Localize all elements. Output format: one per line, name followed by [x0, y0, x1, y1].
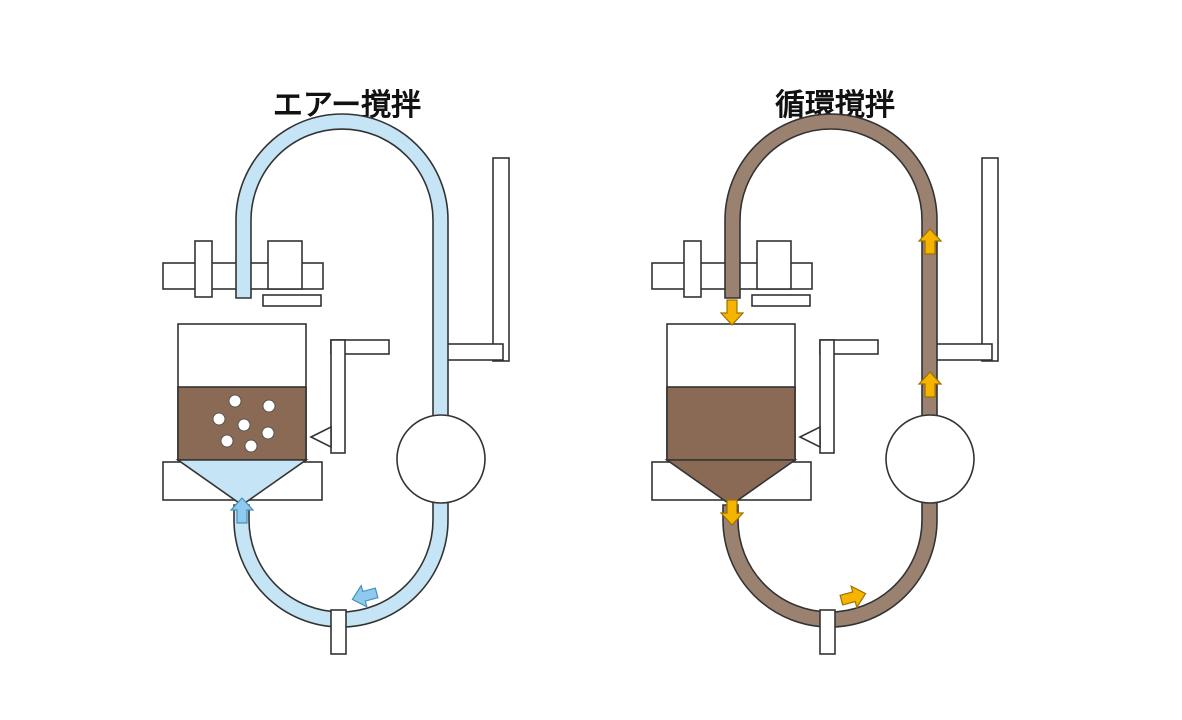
air-bubble [262, 399, 276, 413]
circulation-arrow-down-inlet [720, 299, 744, 326]
air-bubble [228, 394, 242, 408]
gauge-post [819, 339, 835, 454]
circulation-pipe-bottom [722, 497, 938, 628]
drain-pipe [330, 609, 347, 655]
tank-cone [175, 459, 309, 506]
vent-branch [931, 343, 993, 361]
air-pipe-top [235, 113, 449, 421]
circulation-agitation-diagram [651, 113, 999, 655]
vent-branch [442, 343, 504, 361]
blower-flange [683, 240, 702, 298]
air-pipe-bottom [233, 497, 449, 628]
blower-base [262, 294, 322, 307]
gauge-pointer [309, 425, 332, 449]
air-bubble [212, 412, 226, 426]
air-bubble [220, 434, 234, 448]
drain-pipe [819, 609, 836, 655]
blower-base [751, 294, 811, 307]
pump [885, 414, 975, 504]
blower-motor [267, 240, 303, 290]
gauge-pointer [798, 425, 821, 449]
air-bubble [261, 426, 275, 440]
air-agitation-diagram [162, 113, 510, 655]
tank-cone [664, 459, 798, 506]
air-bubbles [212, 394, 276, 453]
gauge-post [330, 339, 346, 454]
blower-motor [756, 240, 792, 290]
vent-stack [492, 157, 510, 362]
air-bubble [237, 418, 251, 432]
tank-liquid [666, 386, 796, 461]
vent-stack [981, 157, 999, 362]
circulation-pipe-top [724, 113, 938, 421]
blower-flange [194, 240, 213, 298]
air-bubble [244, 439, 258, 453]
pump [396, 414, 486, 504]
